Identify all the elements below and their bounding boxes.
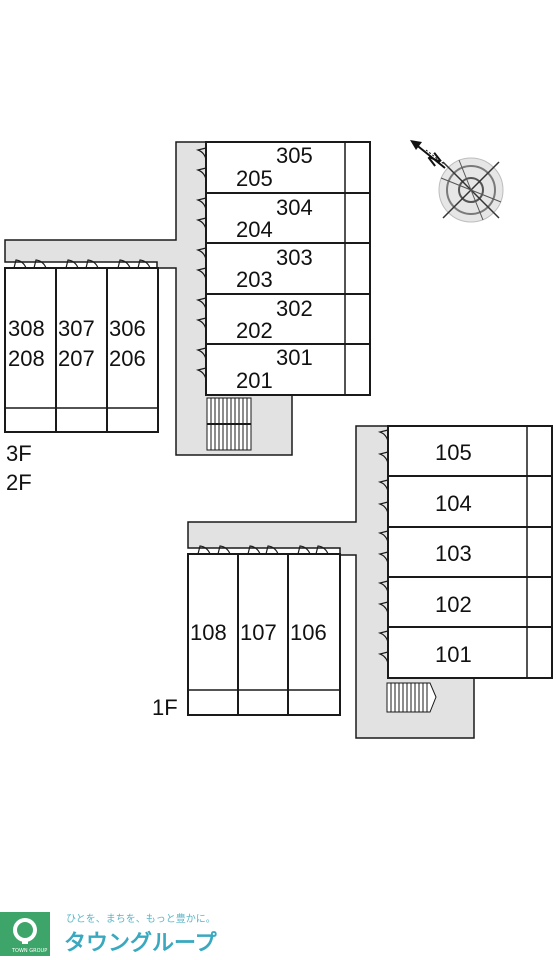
unit-label-304: 304 [276,195,313,220]
unit-label-103: 103 [435,541,472,566]
unit-label-201: 201 [236,368,273,393]
unit-label-205: 205 [236,166,273,191]
unit-label-101: 101 [435,642,472,667]
floor-label-2f: 2F [6,470,32,495]
unit-label-202: 202 [236,318,273,343]
unit-label-102: 102 [435,592,472,617]
north-arrow-icon [410,140,446,169]
unit-label-207: 207 [58,346,95,371]
compass-icon [438,157,504,223]
brand-mini-text: TOWN GROUP [11,948,47,954]
unit-label-104: 104 [435,491,472,516]
brand-logo: TOWN GROUP [0,912,50,956]
unit-label-303: 303 [276,245,313,270]
unit-label-305: 305 [276,143,313,168]
floor-label-3f: 3F [6,441,32,466]
lower-west-building [187,553,341,716]
unit-label-206: 206 [109,346,146,371]
upper-east-building [205,141,371,396]
north-label: N [426,150,446,171]
upper-stairs [206,397,252,451]
unit-label-307: 307 [58,316,95,341]
lower-stairs [386,682,437,713]
brand-tagline: ひとを、まちを、もっと豊かに。 [66,912,216,925]
upper-west-building [4,267,159,433]
upper-west-doors [13,259,151,269]
unit-label-308: 308 [8,316,45,341]
unit-label-302: 302 [276,296,313,321]
unit-label-204: 204 [236,217,273,242]
unit-label-301: 301 [276,345,313,370]
lower-west-doors [197,545,329,555]
lower-east-doors [377,429,389,667]
unit-label-107: 107 [240,620,277,645]
upper-east-doors [195,147,207,381]
unit-label-208: 208 [8,346,45,371]
unit-label-203: 203 [236,267,273,292]
unit-label-108: 108 [190,620,227,645]
brand-name: タウングループ [64,930,218,956]
floor-label-1f: 1F [152,695,178,720]
unit-label-105: 105 [435,440,472,465]
lower-east-building [387,425,553,679]
unit-label-306: 306 [109,316,146,341]
unit-label-106: 106 [290,620,327,645]
